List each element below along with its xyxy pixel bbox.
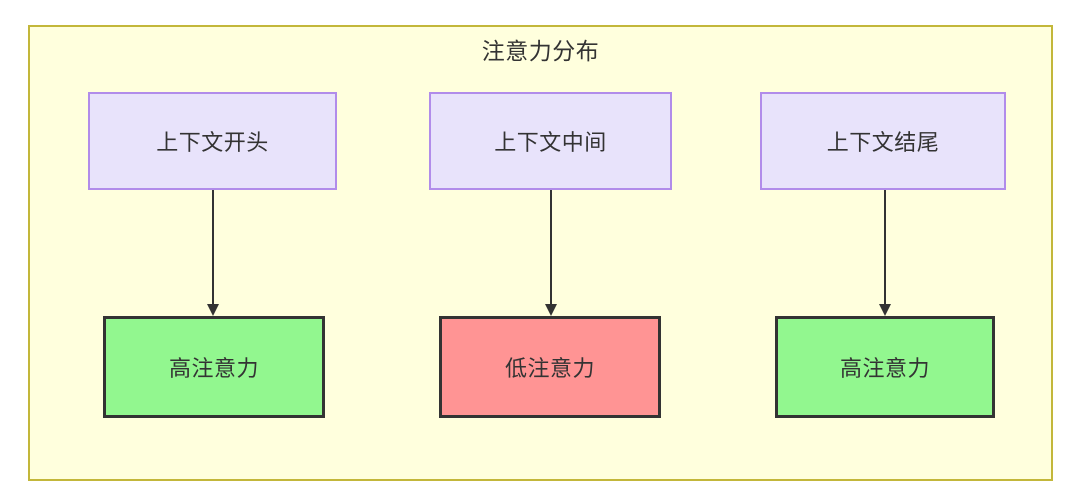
node-label: 低注意力 — [504, 356, 595, 381]
node-high-attention-start[interactable]: 高注意力 — [103, 316, 325, 418]
edge-line — [212, 190, 214, 306]
edge-context-middle-to-low-attention — [544, 190, 558, 318]
subgraph-title: 注意力分布 — [481, 38, 600, 64]
node-high-attention-end[interactable]: 高注意力 — [775, 316, 995, 418]
node-label: 上下文中间 — [494, 130, 607, 155]
down-arrow-icon — [545, 304, 557, 316]
edge-line — [884, 190, 886, 306]
node-label: 上下文开头 — [156, 130, 269, 155]
node-label: 高注意力 — [168, 356, 259, 381]
node-label: 上下文结尾 — [826, 130, 940, 155]
node-low-attention-middle[interactable]: 低注意力 — [439, 316, 661, 418]
node-label: 高注意力 — [839, 356, 930, 381]
node-context-start[interactable]: 上下文开头 — [88, 92, 337, 190]
edge-line — [550, 190, 552, 306]
edge-context-end-to-high-attention — [878, 190, 892, 318]
edge-context-start-to-high-attention — [206, 190, 220, 318]
down-arrow-icon — [207, 304, 219, 316]
node-context-end[interactable]: 上下文结尾 — [760, 92, 1006, 190]
down-arrow-icon — [879, 304, 891, 316]
node-context-middle[interactable]: 上下文中间 — [429, 92, 672, 190]
